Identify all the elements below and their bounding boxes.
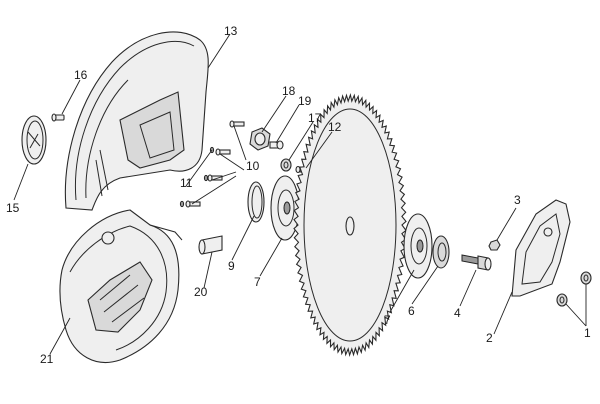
label-21: 21: [40, 352, 54, 366]
bolts-and-washers: [179, 120, 245, 208]
upper-blade-guard: [64, 31, 209, 211]
label-11: 11: [180, 176, 193, 190]
label-3: 3: [514, 193, 521, 207]
label-15: 15: [6, 201, 20, 215]
label-6: 6: [408, 304, 415, 318]
arbor-bolt: [461, 254, 492, 271]
cover-plate: [511, 199, 571, 297]
flange-washer: [432, 235, 450, 269]
nut-3: [488, 239, 501, 251]
pin-19: [269, 140, 284, 150]
lower-blade-guard: [59, 209, 183, 363]
spacer-sleeve: [198, 235, 223, 255]
label-16: 16: [74, 68, 88, 82]
screw-16: [51, 113, 65, 122]
label-4: 4: [454, 306, 461, 320]
label-7-right: 7: [384, 313, 391, 327]
label-10: 10: [246, 159, 260, 173]
nut-17: [280, 158, 292, 172]
nut-18: [249, 127, 271, 151]
label-13: 13: [224, 24, 238, 38]
inner-flange: [270, 175, 300, 241]
label-7-left: 7: [254, 275, 261, 289]
label-18: 18: [282, 84, 296, 98]
label-12: 12: [328, 120, 342, 134]
leader-lines: [13, 33, 587, 355]
label-17: 17: [308, 111, 322, 125]
label-1: 1: [584, 326, 591, 340]
outer-flange: [403, 213, 433, 279]
label-2: 2: [486, 331, 493, 345]
label-9: 9: [228, 259, 235, 273]
saw-blade: [293, 93, 407, 357]
label-20: 20: [194, 285, 208, 299]
spring-ring: [21, 115, 47, 165]
label-19: 19: [298, 94, 312, 108]
retaining-ring: [247, 181, 265, 223]
